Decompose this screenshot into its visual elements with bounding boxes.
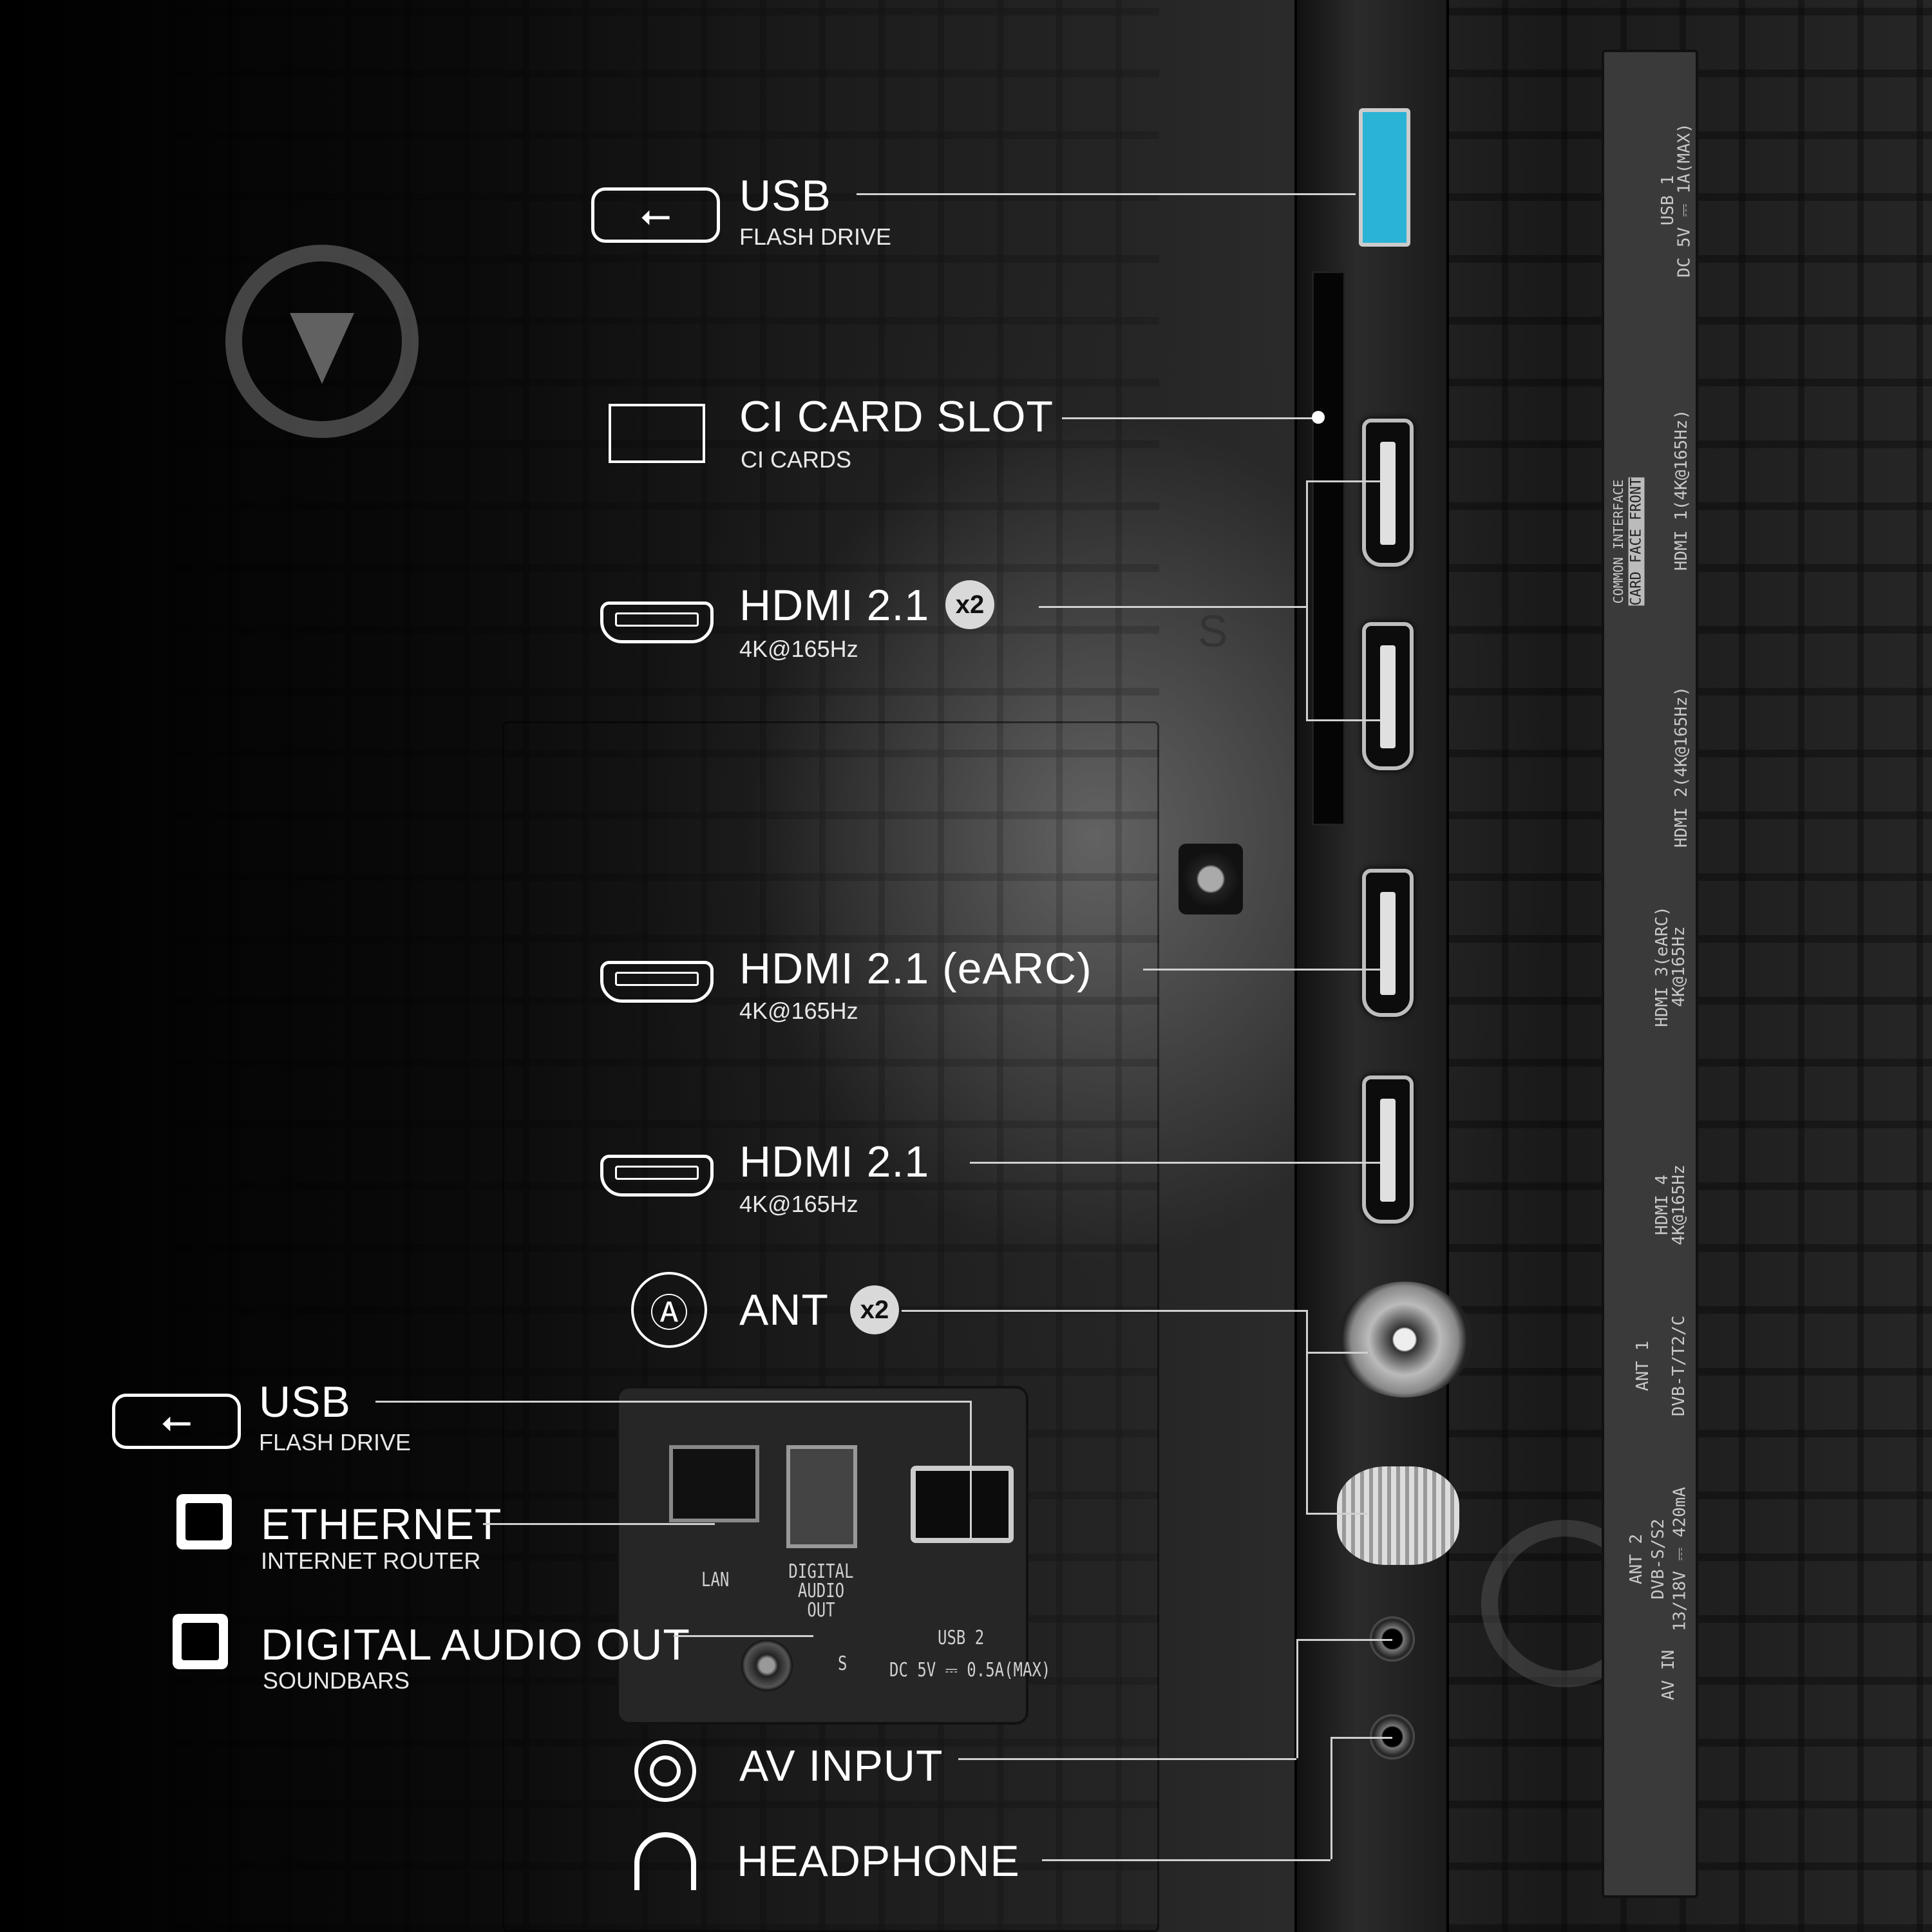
ci-subtitle: CI CARDS bbox=[741, 446, 852, 473]
leader-line bbox=[483, 1523, 715, 1525]
ant1-coax-port[interactable] bbox=[1337, 1282, 1472, 1397]
leader-line bbox=[375, 1401, 970, 1403]
leader-line bbox=[1042, 1859, 1331, 1861]
usb-bottom-title: USB bbox=[259, 1378, 351, 1426]
leader-line bbox=[1306, 480, 1380, 482]
leader-line bbox=[1331, 1737, 1392, 1739]
leader-line bbox=[1039, 606, 1306, 608]
leader-line bbox=[970, 1162, 1380, 1164]
usb-icon: ⭠ bbox=[591, 187, 720, 243]
mounting-screw bbox=[1179, 844, 1243, 914]
hdmi4-spec-label: 4K@165Hz bbox=[1669, 1164, 1689, 1245]
ant2-label: ANT 2 bbox=[1627, 1533, 1646, 1585]
panel-s-label: S bbox=[838, 1653, 848, 1675]
panel-screw bbox=[741, 1640, 793, 1691]
av-in-label: AV IN bbox=[1659, 1649, 1678, 1701]
leader-line bbox=[1306, 480, 1308, 721]
usb-icon: ⭠ bbox=[112, 1394, 241, 1449]
optical-port[interactable] bbox=[786, 1445, 857, 1548]
av-input-icon bbox=[634, 1740, 696, 1802]
usb-top-title: USB bbox=[739, 171, 831, 220]
leader-line bbox=[970, 1401, 972, 1540]
leader-line bbox=[1143, 969, 1380, 971]
card-slot-icon bbox=[609, 404, 705, 463]
panel-s-mark: S bbox=[1198, 606, 1228, 656]
quantity-badge: x2 bbox=[850, 1285, 899, 1334]
leader-dot bbox=[1312, 411, 1325, 424]
ant1-spec-label: DVB-T/T2/C bbox=[1669, 1315, 1689, 1417]
leader-line bbox=[1062, 417, 1318, 419]
leader-line bbox=[1306, 1513, 1368, 1515]
lan-port[interactable] bbox=[669, 1445, 759, 1522]
usb1-power-label: DC 5V ⎓ 1A(MAX) bbox=[1674, 123, 1694, 278]
ethernet-title: ETHERNET bbox=[261, 1500, 502, 1549]
ci-title: CI CARD SLOT bbox=[739, 392, 1054, 441]
hdmi-pair-subtitle: 4K@165Hz bbox=[739, 636, 858, 662]
quantity-badge: x2 bbox=[945, 580, 994, 629]
antenna-icon: Ⓐ bbox=[631, 1272, 707, 1348]
hdmi2-label: HDMI 2(4K@165Hz) bbox=[1672, 686, 1691, 848]
usb-top-subtitle: FLASH DRIVE bbox=[739, 223, 892, 250]
hdmi3-spec-label: 4K@165Hz bbox=[1669, 926, 1689, 1007]
usb1-port[interactable] bbox=[1359, 108, 1410, 247]
hdmi-pair-title: HDMI 2.1 bbox=[739, 581, 930, 630]
bottom-connector-panel: LAN DIGITAL AUDIO OUT USB 2 DC 5V ⎓ 0.5A… bbox=[616, 1386, 1050, 1725]
leader-line bbox=[857, 193, 1356, 195]
port-label-strip: USB 1 DC 5V ⎓ 1A(MAX) COMMON INTERFACE C… bbox=[1602, 50, 1698, 1898]
hdmi-icon bbox=[600, 601, 714, 643]
ethernet-subtitle: INTERNET ROUTER bbox=[261, 1548, 481, 1574]
usb2-power-label: DC 5V ⎓ 0.5A(MAX) bbox=[889, 1659, 1051, 1681]
leader-line bbox=[674, 1635, 813, 1637]
hdmi-icon bbox=[600, 1155, 714, 1197]
hdmi-single-subtitle: 4K@165Hz bbox=[739, 1191, 858, 1217]
ethernet-icon bbox=[176, 1494, 232, 1549]
ant-title: ANT bbox=[739, 1285, 829, 1334]
hdmi-earc-subtitle: 4K@165Hz bbox=[739, 998, 858, 1024]
leader-line bbox=[1296, 1639, 1392, 1641]
watermark-logo bbox=[225, 245, 419, 438]
card-face-label: CARD FACE FRONT bbox=[1628, 477, 1645, 606]
lan-label: LAN bbox=[701, 1569, 730, 1591]
hdmi4-port[interactable] bbox=[1362, 1075, 1414, 1224]
hdmi3-earc-port[interactable] bbox=[1362, 869, 1414, 1017]
ant2-power-label: 13/18V ⎓ 420mA bbox=[1670, 1486, 1690, 1632]
usb2-port[interactable] bbox=[911, 1466, 1014, 1543]
hdmi-earc-title: HDMI 2.1 (eARC) bbox=[739, 944, 1092, 993]
hdmi-icon bbox=[600, 961, 714, 1003]
leader-line bbox=[1296, 1639, 1298, 1758]
leader-line bbox=[1331, 1737, 1332, 1859]
leader-line bbox=[1306, 719, 1380, 721]
hdmi1-label: HDMI 1(4K@165Hz) bbox=[1672, 409, 1691, 571]
leader-line bbox=[1306, 1310, 1308, 1513]
leader-line bbox=[1306, 1352, 1368, 1354]
ant2-spec-label: DVB-S/S2 bbox=[1649, 1519, 1668, 1600]
hdmi-single-title: HDMI 2.1 bbox=[739, 1137, 930, 1186]
ethernet-icon bbox=[173, 1614, 228, 1669]
ant1-label: ANT 1 bbox=[1633, 1340, 1653, 1392]
digital-audio-label: DIGITAL AUDIO OUT bbox=[788, 1560, 854, 1622]
common-interface-label: COMMON INTERFACE bbox=[1611, 479, 1626, 604]
hdmi1-port[interactable] bbox=[1362, 419, 1414, 567]
av-input-title: AV INPUT bbox=[739, 1741, 943, 1790]
leader-line bbox=[902, 1310, 1306, 1312]
digital-audio-subtitle: SOUNDBARS bbox=[263, 1667, 410, 1694]
headphone-title: HEADPHONE bbox=[737, 1837, 1020, 1886]
usb-bottom-subtitle: FLASH DRIVE bbox=[259, 1429, 412, 1455]
digital-audio-title: DIGITAL AUDIO OUT bbox=[261, 1620, 690, 1669]
tv-back-panel bbox=[502, 721, 1159, 1932]
ci-card-slot[interactable] bbox=[1312, 271, 1345, 826]
usb2-label: USB 2 bbox=[938, 1627, 985, 1649]
headphone-icon bbox=[634, 1832, 696, 1890]
hdmi2-port[interactable] bbox=[1362, 622, 1414, 770]
ant2-f-connector[interactable] bbox=[1337, 1466, 1459, 1565]
leader-line bbox=[958, 1758, 1296, 1760]
